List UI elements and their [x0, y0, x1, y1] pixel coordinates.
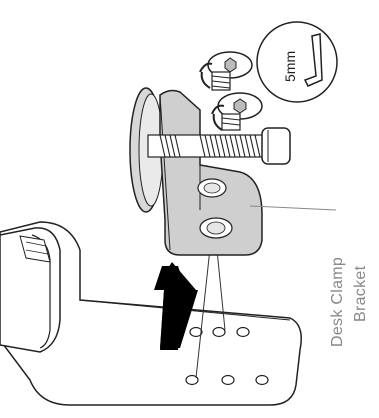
label-leader-line	[249, 205, 337, 211]
up-arrow-icon	[154, 262, 198, 350]
tool-size-label: 5mm	[282, 50, 298, 82]
allen-key-icon	[303, 33, 323, 87]
screw-top	[199, 51, 253, 91]
part-label-line2: Bracket	[352, 265, 369, 322]
post	[0, 227, 61, 353]
part-label-line1: Desk Clamp	[329, 256, 346, 347]
clamp-bracket	[159, 89, 263, 256]
threaded-rod	[147, 127, 291, 165]
screw-bottom	[211, 92, 263, 131]
arm-base	[0, 221, 302, 406]
